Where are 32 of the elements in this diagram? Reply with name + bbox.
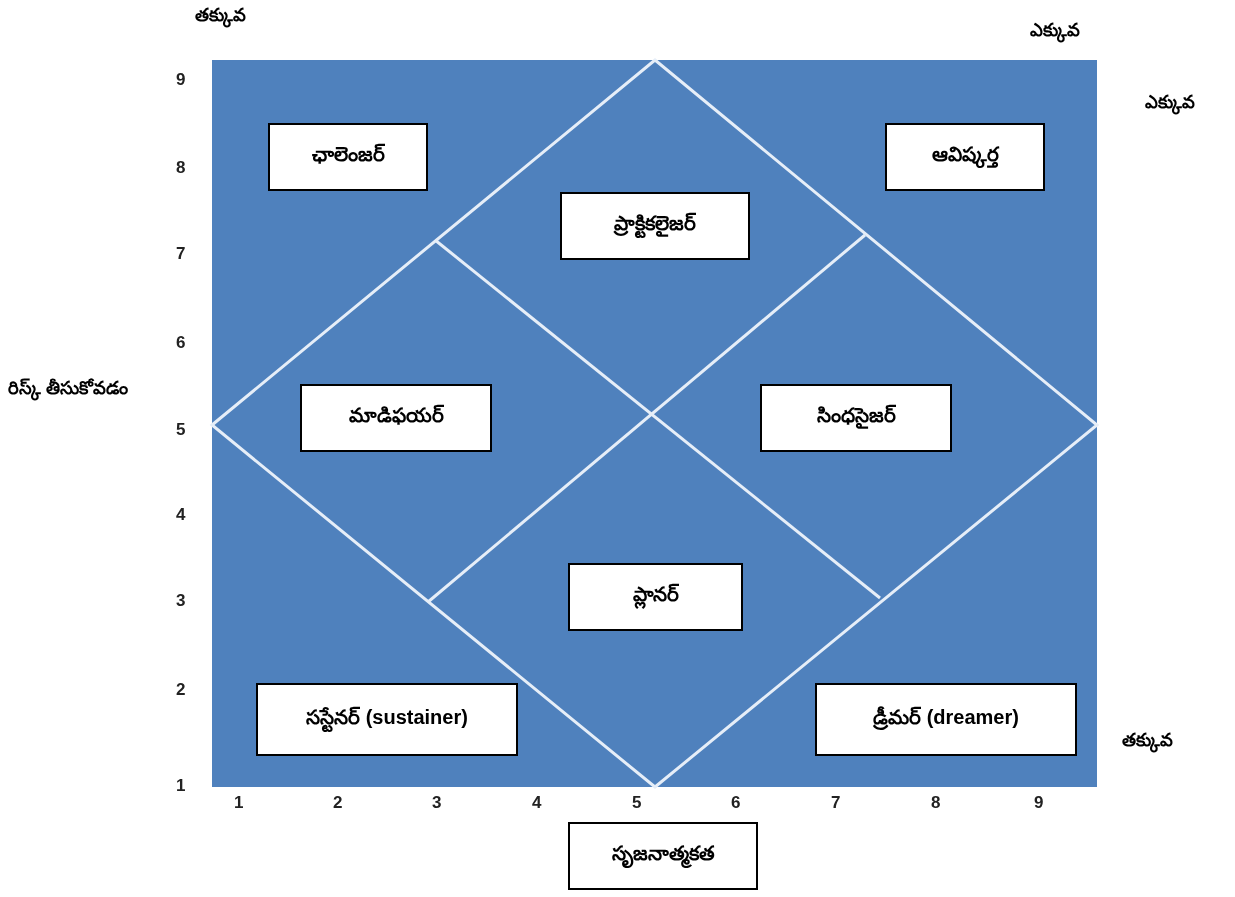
role-label-box: ఆవిష్కర్త [885,123,1045,191]
role-label-box: ఛాలెంజర్ [268,123,428,191]
tick-label: 6 [176,333,186,353]
tick-label: 3 [176,591,186,611]
role-label-box: సింధసైజర్ [760,384,952,452]
tick-label: 8 [176,158,186,178]
scale-end-label: ఎక్కువ [1030,20,1080,45]
role-label-box: డ్రీమర్ (dreamer) [815,683,1077,756]
axis-title-box: సృజనాత్మకత [568,822,758,890]
role-label-box: ప్లానర్ [568,563,743,631]
tick-label: 4 [176,505,186,525]
tick-label: 5 [632,793,642,813]
scale-end-label: ఎక్కువ [1145,92,1195,117]
tick-label: 7 [176,244,186,264]
role-label-box: మాడిఫయర్ [300,384,492,452]
role-label-box: ప్రాక్టికలైజర్ [560,192,750,260]
axis-title: రిస్క్ తీసుకోవడం [8,368,148,408]
tick-label: 1 [176,776,186,796]
role-label-box: సస్టేనర్ (sustainer) [256,683,518,756]
tick-label: 7 [831,793,841,813]
tick-label: 8 [931,793,941,813]
tick-label: 9 [176,70,186,90]
tick-label: 9 [1034,793,1044,813]
scale-end-label: తక్కువ [195,5,246,30]
tick-label: 4 [532,793,542,813]
tick-label: 6 [731,793,741,813]
tick-label: 2 [176,680,186,700]
scale-end-label: తక్కువ [1122,730,1173,755]
tick-label: 2 [333,793,343,813]
tick-label: 5 [176,420,186,440]
tick-label: 3 [432,793,442,813]
tick-label: 1 [234,793,244,813]
